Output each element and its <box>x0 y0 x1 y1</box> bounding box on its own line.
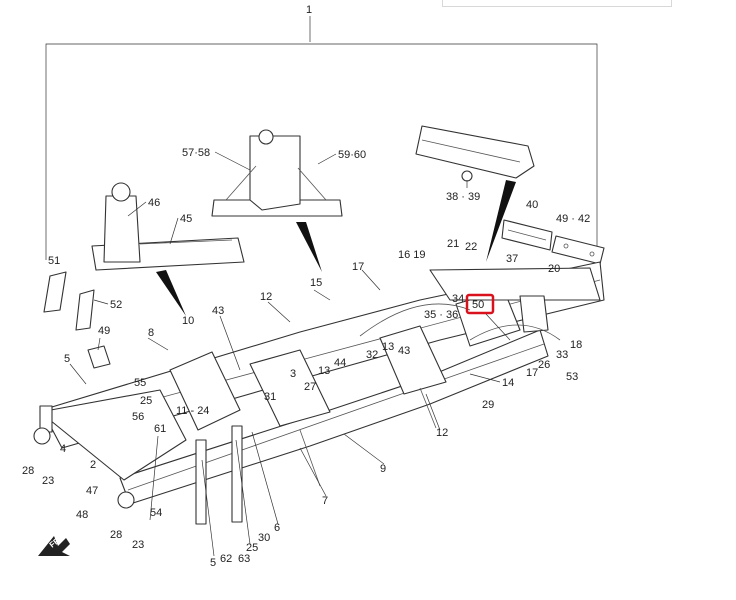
callout-labels: 57·58 59·60 38 · 39 40 49 · 42 46 45 51 … <box>22 147 590 569</box>
callout-35-36: 35 · 36 <box>424 309 458 321</box>
callout-18: 18 <box>570 339 582 351</box>
main-frame <box>33 261 605 525</box>
callout-2: 2 <box>90 459 96 471</box>
callout-14: 14 <box>502 377 514 389</box>
callout-25b: 25 <box>246 542 258 554</box>
callout-28a: 28 <box>22 465 34 477</box>
callout-55: 55 <box>134 377 146 389</box>
callout-13b: 13 <box>382 341 394 353</box>
callout-57-58: 57·58 <box>182 147 210 159</box>
detail-beam-38-39 <box>415 125 535 262</box>
callout-23b: 23 <box>132 539 144 551</box>
callout-49: 49 <box>98 325 110 337</box>
bracket-46-rail-45 <box>91 182 245 316</box>
callout-12b: 12 <box>436 427 448 439</box>
assembly-bracket: 1 <box>45 4 598 260</box>
callout-17b: 17 <box>526 367 538 379</box>
callout-46: 46 <box>148 197 160 209</box>
callout-33: 33 <box>556 349 568 361</box>
callout-27: 27 <box>304 381 316 393</box>
top-dropdown-edge[interactable] <box>442 0 672 7</box>
callout-9: 9 <box>380 463 386 475</box>
callout-43b: 43 <box>398 345 410 357</box>
callout-7: 7 <box>322 495 328 507</box>
callout-34: 34 <box>452 293 464 305</box>
callout-51: 51 <box>48 255 60 267</box>
callout-63: 63 <box>238 553 250 565</box>
callout-44: 44 <box>334 357 346 369</box>
callout-25a: 25 <box>140 395 152 407</box>
callout-47: 47 <box>86 485 98 497</box>
callout-50-highlighted: 50 <box>465 293 495 315</box>
callout-20: 20 <box>548 263 560 275</box>
assembly-label: 1 <box>306 4 312 16</box>
callout-23a: 23 <box>42 475 54 487</box>
callout-53: 53 <box>566 371 578 383</box>
callout-52: 52 <box>110 299 122 311</box>
plate-40 <box>501 219 553 251</box>
callout-31: 31 <box>264 391 276 403</box>
callout-15: 15 <box>310 277 322 289</box>
callout-56: 56 <box>132 411 144 423</box>
callout-59-60: 59·60 <box>338 149 366 161</box>
callout-22: 22 <box>465 241 477 253</box>
callout-49-42: 49 · 42 <box>556 213 590 225</box>
callout-11-24: 11 - 24 <box>176 405 209 417</box>
callout-45: 45 <box>180 213 192 225</box>
callout-38-39: 38 · 39 <box>446 191 480 203</box>
callout-48: 48 <box>76 509 88 521</box>
callout-3: 3 <box>290 368 296 380</box>
callout-8: 8 <box>148 327 154 339</box>
callout-5b: 5 <box>210 557 216 569</box>
callout-54: 54 <box>150 507 162 519</box>
callout-16-19: 16 19 <box>398 249 426 261</box>
leader-lines <box>69 151 511 557</box>
callout-32: 32 <box>366 349 378 361</box>
front-compass-icon <box>38 536 70 556</box>
callout-40: 40 <box>526 199 538 211</box>
callout-61: 61 <box>154 423 166 435</box>
callout-6: 6 <box>274 522 280 534</box>
callout-21: 21 <box>447 238 459 250</box>
small-brackets-left <box>43 271 111 369</box>
callout-28b: 28 <box>110 529 122 541</box>
callout-29: 29 <box>482 399 494 411</box>
callout-43a: 43 <box>212 305 224 317</box>
callout-17a: 17 <box>352 261 364 273</box>
callout-13a: 13 <box>318 365 330 377</box>
callout-26: 26 <box>538 359 550 371</box>
callout-4: 4 <box>60 443 66 455</box>
callout-10: 10 <box>182 315 194 327</box>
callout-37: 37 <box>506 253 518 265</box>
callout-30: 30 <box>258 532 270 544</box>
callout-50: 50 <box>472 299 484 311</box>
callout-62: 62 <box>220 553 232 565</box>
callout-5a: 5 <box>64 353 70 365</box>
callout-12a: 12 <box>260 291 272 303</box>
plate-49-42 <box>551 235 605 265</box>
detail-bracket-57-60 <box>211 129 343 272</box>
